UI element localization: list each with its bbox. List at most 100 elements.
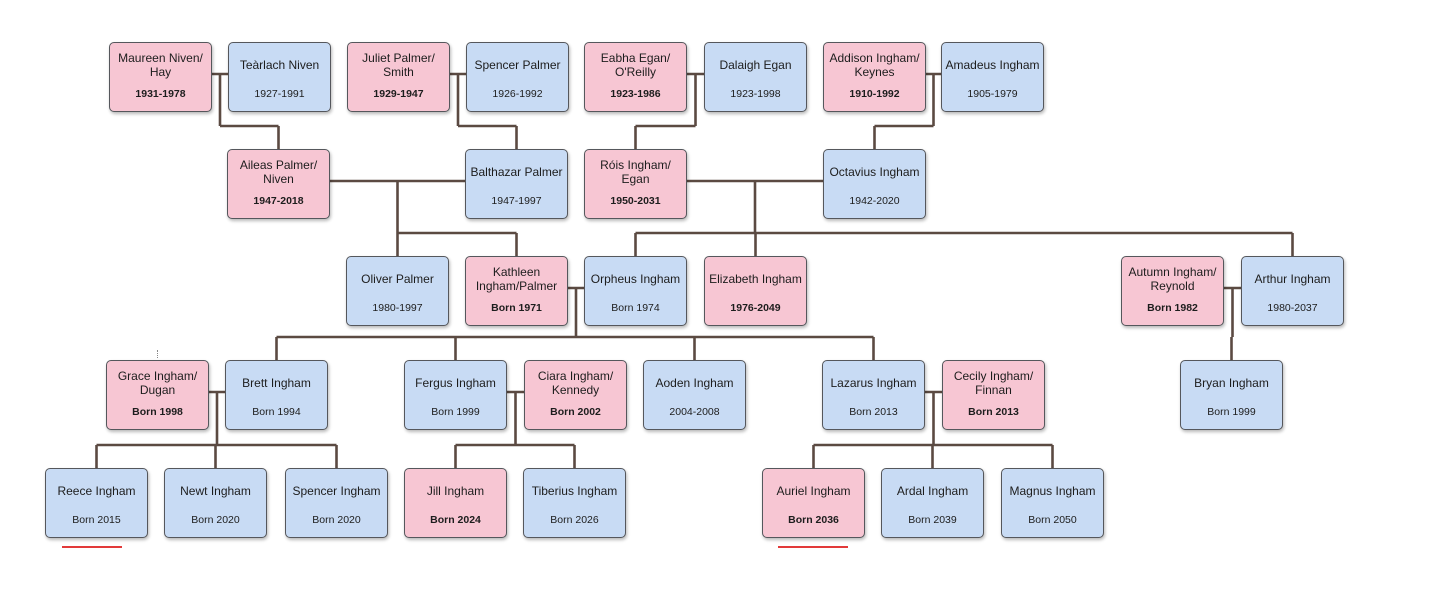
- person-dates: 1931-1978: [135, 88, 186, 100]
- person-dates: 1929-1947: [373, 88, 424, 100]
- person-dates: 1927-1991: [254, 88, 305, 100]
- person-dates: 1926-1992: [492, 88, 543, 100]
- person-dates: Born 2036: [788, 514, 839, 526]
- person-name: Spencer Palmer: [474, 58, 561, 72]
- person-name: Ardal Ingham: [896, 484, 969, 498]
- person-name: Bryan Ingham: [1194, 376, 1269, 390]
- person-dates: 1923-1986: [610, 88, 661, 100]
- person-dates: 1976-2049: [730, 302, 781, 314]
- person-node-maureen[interactable]: Maureen Niven/ Hay 1931-1978: [109, 42, 212, 112]
- person-dates: Born 2002: [550, 406, 601, 418]
- person-node-aoden[interactable]: Aoden Ingham 2004-2008: [643, 360, 746, 430]
- person-dates: Born 2020: [191, 514, 240, 526]
- person-name: Magnus Ingham: [1009, 484, 1096, 498]
- person-node-arthur[interactable]: Arthur Ingham 1980-2037: [1241, 256, 1344, 326]
- person-dates: Born 2024: [430, 514, 481, 526]
- person-name: Addison Ingham/ Keynes: [829, 51, 920, 79]
- person-name: Aoden Ingham: [655, 376, 734, 390]
- person-name: Reece Ingham: [57, 484, 136, 498]
- person-name: Tiberius Ingham: [531, 484, 618, 498]
- person-name: Cecily Ingham/ Finnan: [953, 369, 1034, 397]
- person-name: Grace Ingham/ Dugan: [117, 369, 198, 397]
- person-dates: 1980-1997: [372, 302, 423, 314]
- person-name: Arthur Ingham: [1254, 272, 1331, 286]
- person-node-addison[interactable]: Addison Ingham/ Keynes 1910-1992: [823, 42, 926, 112]
- person-name: Aileas Palmer/ Niven: [239, 158, 318, 186]
- person-node-spencer-sr[interactable]: Spencer Palmer 1926-1992: [466, 42, 569, 112]
- person-dates: 2004-2008: [669, 406, 720, 418]
- person-dates: 1980-2037: [1267, 302, 1318, 314]
- person-node-elizabeth[interactable]: Elizabeth Ingham 1976-2049: [704, 256, 807, 326]
- person-name: Ciara Ingham/ Kennedy: [537, 369, 614, 397]
- person-name: Octavius Ingham: [829, 165, 920, 179]
- person-name: Róis Ingham/ Egan: [600, 158, 671, 186]
- person-name: Spencer Ingham: [292, 484, 381, 498]
- person-node-oliver[interactable]: Oliver Palmer 1980-1997: [346, 256, 449, 326]
- person-dates: Born 2013: [849, 406, 898, 418]
- person-dates: Born 1998: [132, 406, 183, 418]
- person-dates: Born 2050: [1028, 514, 1077, 526]
- person-dates: Born 2015: [72, 514, 121, 526]
- person-dates: 1947-1997: [491, 195, 542, 207]
- person-dates: Born 1999: [1207, 406, 1256, 418]
- person-node-eabha[interactable]: Eabha Egan/ O'Reilly 1923-1986: [584, 42, 687, 112]
- person-dates: Born 1999: [431, 406, 480, 418]
- person-dates: 1950-2031: [610, 195, 661, 207]
- person-node-rois[interactable]: Róis Ingham/ Egan 1950-2031: [584, 149, 687, 219]
- person-name: Teàrlach Niven: [239, 58, 320, 72]
- person-dates: 1905-1979: [967, 88, 1018, 100]
- person-name: Eabha Egan/ O'Reilly: [600, 51, 671, 79]
- person-dates: Born 1994: [252, 406, 301, 418]
- person-name: Balthazar Palmer: [470, 165, 563, 179]
- person-name: Autumn Ingham/ Reynold: [1128, 265, 1217, 293]
- person-name: Maureen Niven/ Hay: [118, 51, 203, 79]
- person-node-balthazar[interactable]: Balthazar Palmer 1947-1997: [465, 149, 568, 219]
- person-dates: Born 1971: [491, 302, 542, 314]
- person-dates: 1923-1998: [730, 88, 781, 100]
- person-name: Amadeus Ingham: [945, 58, 1040, 72]
- person-name: Lazarus Ingham: [830, 376, 917, 390]
- person-name: Auriel Ingham: [776, 484, 851, 498]
- person-name: Elizabeth Ingham: [709, 272, 802, 286]
- highlight-underline: [62, 546, 122, 548]
- person-dates: Born 1974: [611, 302, 660, 314]
- person-name: Brett Ingham: [242, 376, 311, 390]
- person-name: Juliet Palmer/ Smith: [362, 51, 435, 79]
- person-node-amadeus[interactable]: Amadeus Ingham 1905-1979: [941, 42, 1044, 112]
- person-dates: Born 2026: [550, 514, 599, 526]
- person-name: Orpheus Ingham: [590, 272, 681, 286]
- person-dates: Born 1982: [1147, 302, 1198, 314]
- person-name: Kathleen Ingham/Palmer: [475, 265, 558, 293]
- person-node-tearlach[interactable]: Teàrlach Niven 1927-1991: [228, 42, 331, 112]
- person-name: Fergus Ingham: [415, 376, 496, 390]
- person-dates: Born 2013: [968, 406, 1019, 418]
- person-dates: 1910-1992: [849, 88, 900, 100]
- person-node-juliet[interactable]: Juliet Palmer/ Smith 1929-1947: [347, 42, 450, 112]
- person-name: Oliver Palmer: [361, 272, 434, 286]
- drag-handle-dots: [157, 350, 159, 358]
- highlight-underline: [778, 546, 848, 548]
